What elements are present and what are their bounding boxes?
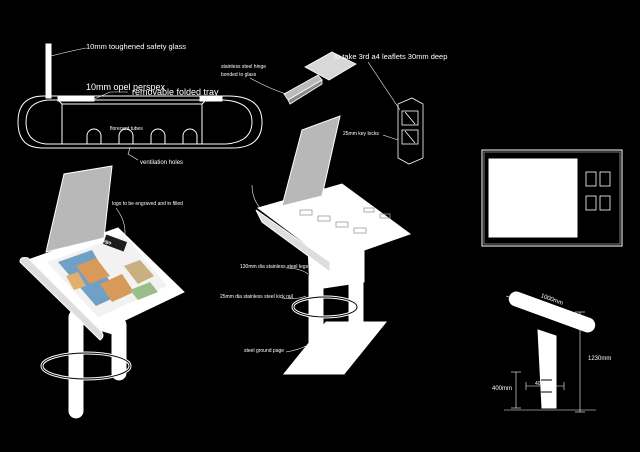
- side-elevation: [504, 291, 596, 413]
- label-folded-tray: removable folded tray: [132, 87, 219, 97]
- front-elevation: [481, 149, 623, 247]
- label-leaflets: to take 3rd a4 leaflets 30mm deep: [334, 52, 448, 61]
- label-ground-page: steel ground page: [244, 348, 285, 354]
- dim-height-total: 1230mm: [588, 356, 612, 362]
- perspex-top: [57, 96, 95, 102]
- label-safety-glass: 10mm toughened safety glass: [86, 42, 187, 51]
- label-hinge-2: bonded to glass: [221, 72, 257, 78]
- label-perspex: 10mm opel perspex: [86, 82, 166, 92]
- kiosk-perspective-centre: [251, 115, 412, 375]
- dim-rail-height: 400mm: [492, 386, 513, 392]
- label-key-locks: 25mm key locks: [343, 131, 379, 137]
- label-kick-rail: 25mm dia stainless steel kick rail: [220, 294, 293, 300]
- glass-lid-left: [45, 165, 113, 253]
- label-vent-holes: ventilation holes: [140, 160, 184, 166]
- folded-tray: [61, 103, 203, 145]
- glass-lid-centre: [281, 115, 341, 207]
- kiosk-perspective-left: [19, 165, 185, 419]
- section-body: [17, 95, 263, 149]
- elevation-screen: [488, 158, 578, 238]
- fluorescent-tubes: [86, 128, 198, 144]
- section-view: [17, 43, 263, 161]
- label-tubes: florecent tubes: [110, 126, 143, 132]
- label-logo: logo to be engraved and in filled: [112, 201, 183, 207]
- dim-rail-spacing: 400mm: [535, 381, 552, 387]
- leaflet-holder-pieces: [249, 51, 424, 165]
- label-hinge-1: stainless steel hinge: [221, 64, 267, 70]
- label-legs: 130mm dia stainless steel legs: [240, 264, 309, 270]
- glass-pane: [45, 43, 52, 99]
